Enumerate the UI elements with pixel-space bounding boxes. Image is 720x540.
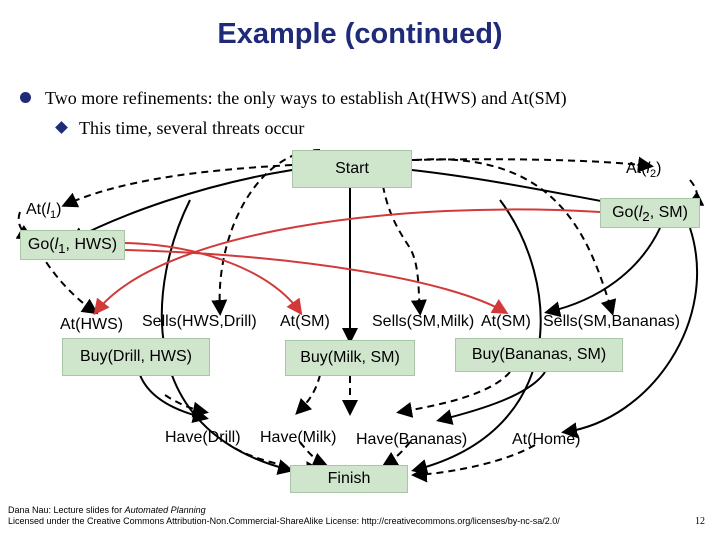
label-at-sm-2: At(SM)	[481, 313, 531, 330]
dashed-have-milk-finish	[299, 441, 329, 468]
bullet-1: Two more refinements: the only ways to e…	[20, 88, 567, 109]
bullet-dot-icon	[20, 92, 31, 104]
dashed-have-bananas-finish	[381, 441, 411, 468]
threat-go-l2-at-hws	[93, 208, 601, 316]
dashed-at-home-finish	[411, 444, 536, 483]
label-have-milk: Have(Milk)	[260, 429, 337, 446]
label-at-l2: At(l2)	[626, 160, 662, 181]
edge-go-l2-at-sm	[544, 227, 661, 318]
node-start-label: Start	[335, 160, 369, 177]
node-buy-milk: Buy(Milk, SM)	[285, 340, 415, 376]
edge-go-l2-at-home	[561, 227, 699, 439]
label-at-hws: At(HWS)	[60, 316, 124, 333]
footer: Dana Nau: Lecture slides for Automated P…	[8, 505, 560, 527]
footer-line-2: Licensed under the Creative Commons Attr…	[8, 516, 560, 526]
label-sells-sm-bananas: Sells(SM,Bananas)	[543, 313, 680, 330]
node-buy-drill: Buy(Drill, HWS)	[62, 338, 210, 376]
label-have-drill: Have(Drill)	[165, 429, 241, 446]
bullet-2-text: This time, several threats occur	[79, 118, 305, 138]
node-finish: Finish	[290, 465, 408, 493]
label-at-l1: At(l1)	[26, 201, 62, 222]
dashed-start-at-l2	[411, 156, 654, 173]
dashed-start-at-l1	[61, 164, 293, 208]
dashed-buy-bananas-have	[396, 371, 511, 418]
node-buy-bananas: Buy(Bananas, SM)	[455, 338, 623, 372]
edge-buy-drill-have-drill	[139, 374, 209, 423]
label-sells-sm-milk: Sells(SM,Milk)	[372, 313, 475, 330]
footer-line-1: Dana Nau: Lecture slides for Automated P…	[8, 505, 206, 515]
edge-buy-bananas-have-bananas	[436, 371, 546, 425]
edge-start-finish-right	[411, 199, 542, 475]
slide-title: Example (continued)	[217, 18, 503, 50]
bullet-1-text: Two more refinements: the only ways to e…	[45, 88, 567, 108]
page-number: 12	[695, 516, 705, 527]
dashed-start-sells-milk	[379, 149, 427, 316]
label-at-sm-1: At(SM)	[280, 313, 330, 330]
bullet-2: This time, several threats occur	[55, 118, 305, 139]
dashed-start-sells-bananas	[414, 158, 617, 316]
node-go-l2: Go(l2, SM)	[600, 198, 700, 228]
threat-go-l1-at-sm	[124, 242, 303, 316]
node-go-l1: Go(l1, HWS)	[20, 230, 125, 260]
dashed-buy-milk-have	[295, 374, 321, 415]
threat-go-l1-at-sm-2	[124, 249, 509, 315]
label-sells-hws-drill: Sells(HWS,Drill)	[142, 313, 257, 330]
dashed-buy-drill-have	[164, 394, 209, 418]
label-have-bananas: Have(Bananas)	[356, 431, 468, 448]
node-start: Start	[292, 150, 412, 188]
label-at-home: At(Home)	[512, 431, 581, 448]
